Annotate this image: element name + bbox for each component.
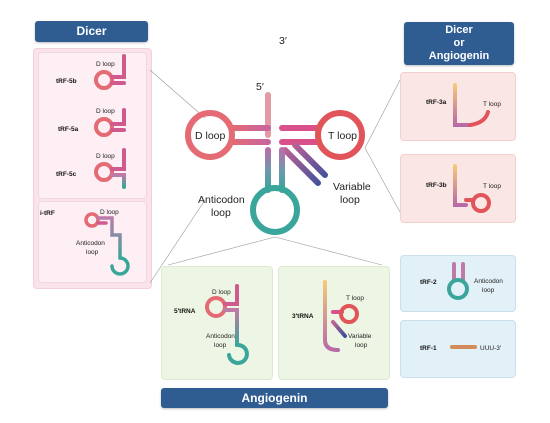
three-trna-label: 3′tRNA: [292, 313, 314, 320]
three-trna-fragment: [323, 280, 359, 352]
t-loop-circle: [315, 110, 365, 160]
five-trna-anticodon-loop-label: loop: [214, 342, 227, 349]
d-loop-circle: [185, 110, 235, 160]
trf5b-loop-label: D loop: [96, 61, 115, 68]
variable-loop-label: loop: [340, 194, 360, 206]
t-arm: [279, 125, 321, 145]
itrf-fragment: [84, 212, 130, 276]
trf2-loop-label: loop: [482, 287, 495, 294]
trf1-label: tRF-1: [420, 345, 437, 352]
dicer-header: Dicer: [35, 21, 148, 42]
header-or-line: or: [453, 37, 465, 49]
three-prime-label: 3′: [279, 35, 287, 47]
anticodon-loop-label: loop: [211, 207, 231, 219]
trf2-panel: [400, 255, 516, 312]
trf5a-label: tRF-5a: [58, 126, 79, 133]
trf5b-fragment: [94, 54, 126, 90]
anticodon-label: Anticodon: [198, 194, 245, 206]
itrf-dloop-label: D loop: [100, 209, 119, 216]
variable-loop-arm: [282, 142, 328, 186]
trf5a-fragment: [94, 108, 126, 137]
d-loop-label: D loop: [195, 130, 226, 142]
trf3a-label: tRF-3a: [426, 99, 447, 106]
trf2-fragment: [447, 262, 469, 300]
trf3b-label: tRF-3b: [426, 182, 447, 189]
itrf-anticodon-label: Anticodon: [76, 240, 105, 247]
trf3a-panel: [400, 72, 516, 141]
anticodon-loop-circle: [250, 185, 300, 235]
header-angiogenin-line: Angiogenin: [428, 50, 490, 62]
connector-lines: [149, 69, 401, 284]
dicer-or-angiogenin-header: Dicer or Angiogenin: [404, 22, 514, 65]
trf1-seq-label: UUU-3′: [480, 345, 502, 352]
trf3b-fragment: [453, 164, 491, 213]
trf3b-loop-label: T loop: [483, 183, 501, 190]
trf3b-panel: [400, 154, 516, 223]
three-trna-variable-loop-label: loop: [355, 342, 368, 349]
five-prime-label: 5′: [256, 81, 264, 93]
trf2-anticodon-label: Anticodon: [474, 278, 503, 285]
itrf-label: i-tRF: [40, 210, 55, 217]
trf5-group-panel: [38, 52, 147, 199]
five-trna-anticodon-label: Anticodon: [206, 333, 235, 340]
five-trna-fragment: [205, 284, 249, 365]
d-arm: [229, 125, 271, 145]
header-dicer-line: Dicer: [445, 24, 473, 36]
three-trna-variable-label: Variable: [348, 333, 372, 340]
trf5a-loop-label: D loop: [96, 108, 115, 115]
trf5b-label: tRF-5b: [56, 78, 77, 85]
variable-label: Variable: [333, 181, 371, 193]
three-trna-tloop-label: T loop: [346, 295, 364, 302]
five-trna-label: 5′tRNA: [174, 308, 196, 315]
t-loop-label: T loop: [328, 130, 357, 142]
trf5c-label: tRF-5c: [56, 171, 77, 178]
trf3a-fragment: [453, 83, 490, 127]
itrf-anticodon-loop-label: loop: [86, 249, 99, 256]
trf2-label: tRF-2: [420, 279, 437, 286]
trf3a-loop-label: T loop: [483, 101, 501, 108]
five-trna-panel: [161, 266, 273, 380]
trf5c-loop-label: D loop: [96, 153, 115, 160]
angiogenin-header: Angiogenin: [161, 388, 388, 408]
anticodon-arm: [265, 147, 285, 193]
trf5c-fragment: [94, 148, 126, 189]
five-trna-dloop-label: D loop: [212, 289, 231, 296]
trna-cloverleaf: [185, 47, 365, 235]
